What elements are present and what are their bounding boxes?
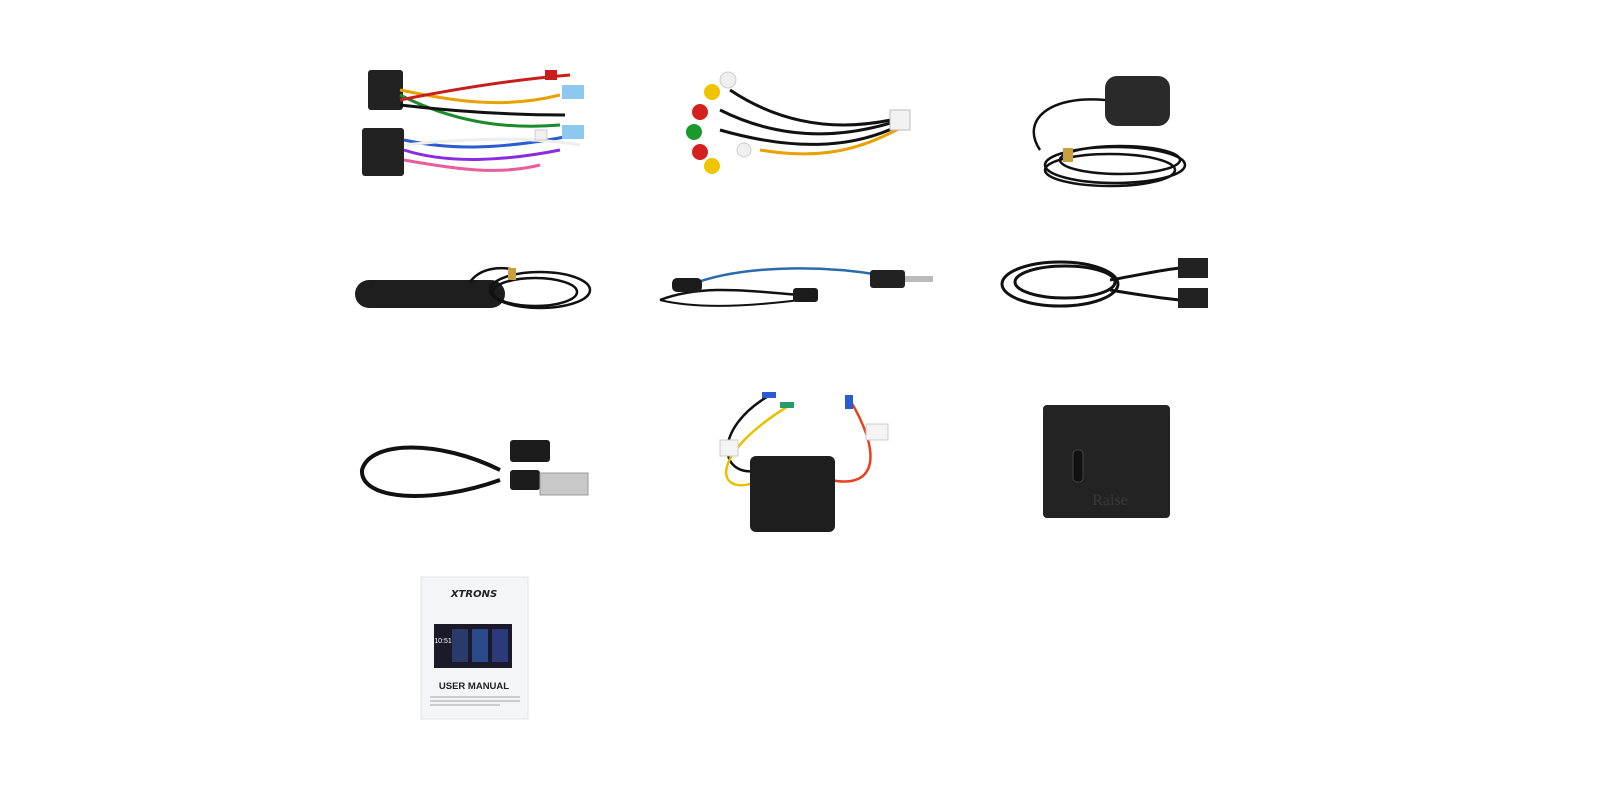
raise-decoder-box: Raise [1043, 405, 1170, 518]
user-manual: XTRONS 10:51 USER MANUAL [420, 576, 529, 720]
gps-antenna [1032, 76, 1187, 188]
main-wiring-harness [362, 70, 584, 176]
raise-logo: Raise [1092, 492, 1128, 509]
stick-antenna [355, 266, 592, 310]
manual-screen-time: 10:51 [434, 638, 452, 645]
rca-av-harness [686, 71, 911, 174]
canbus-decoder-box [719, 392, 889, 532]
usb-cable [359, 440, 589, 499]
usb-extension-cable [1000, 258, 1208, 308]
radio-antenna-adapter [659, 267, 933, 307]
manual-title: USER MANUAL [439, 681, 509, 692]
manual-brand: XTRONS [450, 589, 497, 600]
